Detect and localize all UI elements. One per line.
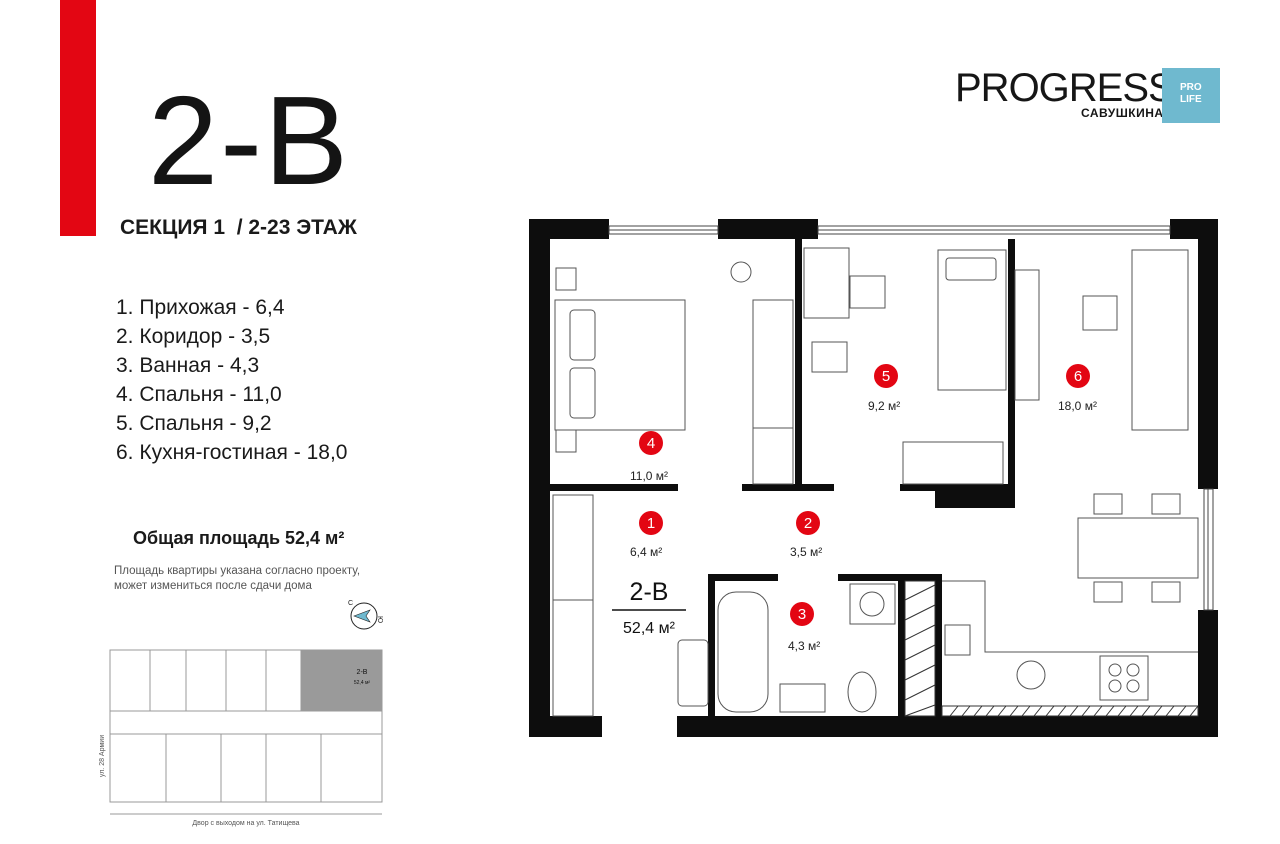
area-disclaimer: Площадь квартиры указана согласно проект… — [114, 564, 404, 594]
badge-line: PRO — [1180, 82, 1202, 93]
keyplan-street-left: ул. 28 Армии — [99, 735, 106, 777]
room-marker-number: 3 — [798, 606, 806, 623]
toilet-icon — [847, 671, 877, 713]
highlighted-unit — [301, 650, 382, 711]
room-list-item: 3. Ванная - 4,3 — [116, 354, 260, 377]
section-floor-label: СЕКЦИЯ 1 / 2-23 ЭТАЖ — [120, 216, 357, 239]
accent-bar — [60, 0, 96, 236]
room-marker-number: 6 — [1074, 368, 1082, 385]
room-list-item: 2. Коридор - 3,5 — [116, 325, 271, 348]
single-bed-icon — [937, 249, 1007, 391]
room-area-label: 11,0 м² — [630, 469, 668, 483]
room-area-label: 9,2 м² — [868, 399, 900, 413]
compass-south: Ю — [376, 616, 383, 623]
badge-line: LIFE — [1180, 94, 1202, 105]
room-list-item: 6. Кухня-гостиная - 18,0 — [116, 441, 348, 464]
room-area-label: 18,0 м² — [1058, 399, 1097, 413]
brand-logo-name: PROGRESS — [955, 66, 1175, 110]
room-marker-6: 6 18,0 м² — [1058, 364, 1097, 413]
furniture — [552, 247, 1199, 717]
room-marker-4: 4 11,0 м² — [630, 431, 668, 483]
dining-table-icon — [1077, 517, 1199, 579]
disclaimer-line: может измениться после сдачи дома — [114, 580, 312, 592]
room-area-label: 6,4 м² — [630, 545, 662, 559]
room-list-item: 1. Прихожая - 6,4 — [116, 296, 285, 319]
bathtub-icon — [717, 591, 769, 713]
room-marker-1: 1 6,4 м² — [630, 511, 663, 559]
room-area-label: 4,3 м² — [788, 639, 820, 653]
compass-icon: С Ю — [348, 600, 383, 630]
brand-logo-subtitle: САВУШКИНА — [1081, 106, 1164, 120]
room-marker-3: 3 4,3 м² — [788, 602, 820, 653]
disclaimer-line: Площадь квартиры указана согласно проект… — [114, 565, 361, 577]
sofa-icon — [1131, 249, 1189, 431]
washing-machine-icon — [849, 583, 896, 625]
room-list-item: 5. Спальня - 9,2 — [116, 412, 272, 435]
room-marker-number: 5 — [882, 368, 890, 385]
outer-walls — [529, 219, 1218, 737]
room-markers: 1 6,4 м² 2 3,5 м² 3 4,3 м² 4 11,0 м² 5 9… — [630, 364, 1097, 653]
keyplan-unit-area: 52,4 м² — [354, 680, 371, 686]
plan-center-code: 2-В — [630, 578, 669, 606]
sink-icon — [1016, 660, 1046, 690]
brand-logo-badge: PRO LIFE — [1162, 68, 1220, 123]
keyplan-unit-code: 2-В — [357, 669, 368, 676]
keyplan-street-bottom: Двор с выходом на ул. Татищева — [192, 820, 299, 827]
stove-icon — [1099, 655, 1149, 701]
room-list-item: 4. Спальня - 11,0 — [116, 383, 282, 406]
windows — [608, 225, 1214, 611]
double-bed-icon — [554, 299, 686, 431]
room-marker-number: 4 — [647, 435, 655, 452]
ventilation-shaft — [904, 580, 1199, 717]
room-marker-number: 1 — [647, 515, 655, 532]
plan-center-area: 52,4 м² — [623, 620, 676, 637]
total-area: Общая площадь 52,4 м² — [133, 528, 345, 548]
room-marker-number: 2 — [804, 515, 812, 532]
room-area-label: 3,5 м² — [790, 545, 822, 559]
inner-walls — [550, 239, 1015, 716]
room-list: 1. Прихожая - 6,4 2. Коридор - 3,5 3. Ва… — [116, 293, 347, 467]
room-marker-5: 5 9,2 м² — [868, 364, 900, 413]
key-plan: 2-В 52,4 м² ул. 28 Армии Двор с выходом … — [99, 649, 383, 827]
compass-north: С — [348, 600, 353, 607]
room-marker-2: 2 3,5 м² — [790, 511, 822, 559]
washbasin-icon — [779, 683, 826, 713]
apartment-code: 2-В — [148, 70, 351, 211]
